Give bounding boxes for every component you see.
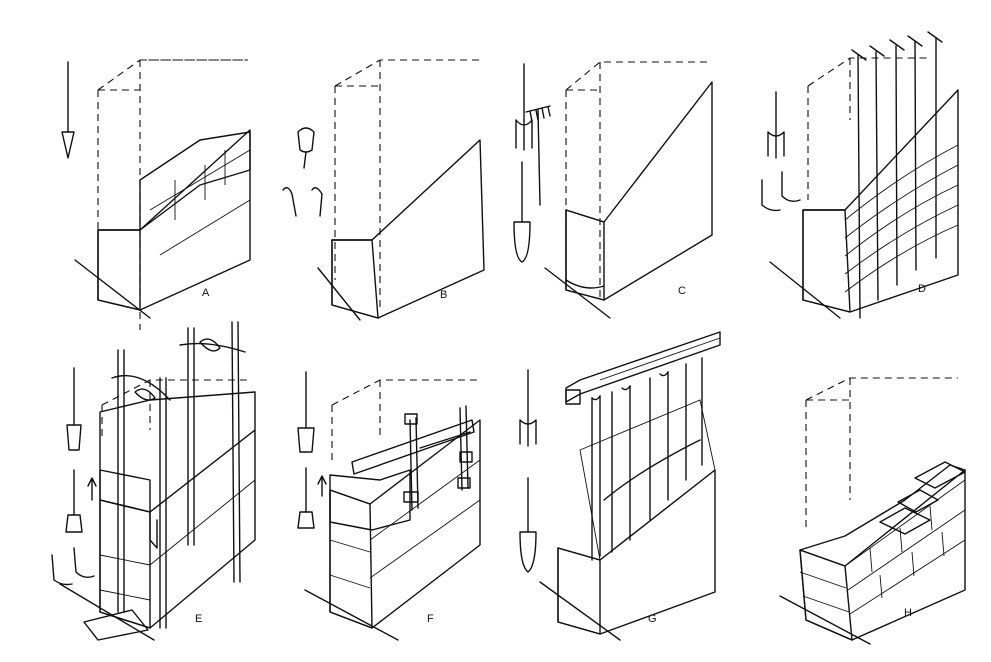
panel-label-g: G	[648, 613, 657, 625]
wall-c	[566, 82, 712, 300]
panel-label-h: H	[904, 607, 912, 619]
feet-icon	[52, 548, 94, 585]
feet-icon	[762, 172, 800, 210]
spade-icon	[514, 162, 530, 262]
spade-icon	[62, 62, 74, 158]
wall-f	[330, 406, 480, 628]
panel-f: F	[298, 372, 480, 640]
pitchfork-icon	[768, 92, 784, 158]
panel-b: B	[283, 60, 484, 320]
rake-icon	[526, 106, 550, 205]
panel-a: A	[62, 60, 250, 330]
wall-e	[100, 322, 255, 628]
spade-icon	[67, 368, 81, 450]
panel-h: H	[780, 378, 965, 644]
panel-e: E	[52, 322, 255, 640]
panel-label-a: A	[202, 287, 210, 299]
hands-icon	[283, 188, 322, 216]
rammer-icon	[66, 470, 96, 532]
wall-h	[800, 462, 965, 640]
panel-label-e: E	[195, 613, 202, 625]
panel-label-f: F	[427, 613, 434, 625]
spade-icon	[298, 372, 314, 452]
panel-d: D	[762, 32, 958, 318]
spade-icon	[520, 478, 536, 572]
beam-g	[566, 332, 720, 404]
formwork-outline	[98, 60, 248, 330]
panel-c: C	[514, 62, 712, 318]
wall-g	[558, 358, 715, 634]
panel-label-b: B	[440, 289, 447, 301]
rammer-icon	[298, 468, 326, 528]
panel-g: G	[520, 332, 720, 640]
pitchfork-icon	[520, 370, 536, 446]
panel-label-d: D	[918, 283, 926, 295]
mallet-icon	[298, 128, 314, 168]
wall-b	[332, 140, 484, 318]
panel-label-c: C	[678, 285, 686, 297]
wall-a	[98, 130, 250, 310]
wall-d	[803, 32, 958, 318]
pitchfork-icon	[516, 64, 532, 150]
